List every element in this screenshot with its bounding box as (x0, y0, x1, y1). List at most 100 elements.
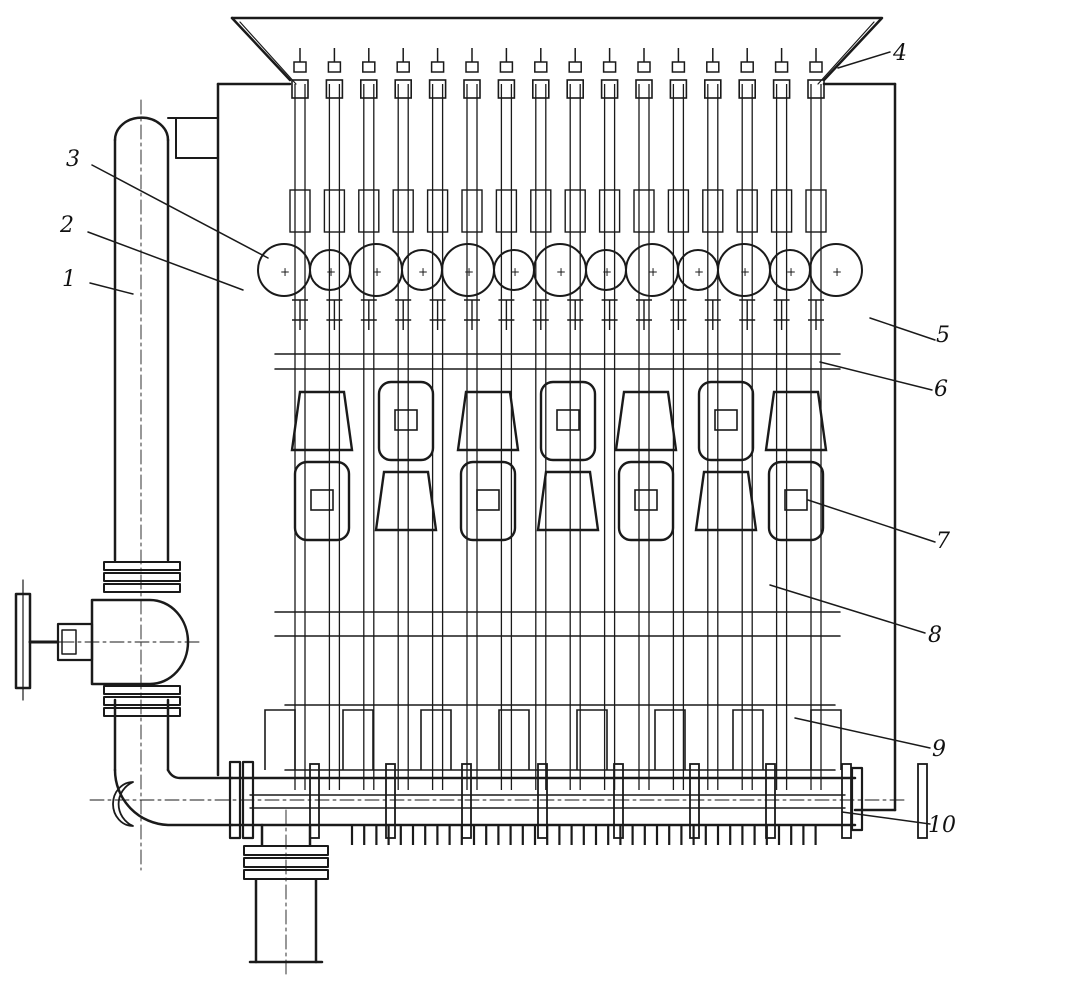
rod-block (635, 79, 653, 99)
rod-block (669, 79, 688, 99)
label-5: 5 (936, 323, 950, 348)
rod-clamp (667, 189, 690, 233)
rod-cap (396, 61, 410, 73)
label-3: 3 (66, 147, 80, 172)
callout-labels: 1 2 3 4 5 6 7 8 9 10 (59, 41, 956, 838)
hood (764, 390, 828, 452)
ring-mark: + (464, 265, 474, 279)
header-flange (689, 763, 700, 839)
rod-clamp (702, 189, 724, 233)
rod-block (531, 79, 550, 99)
rod-insulator (636, 299, 652, 330)
rod-insulator (808, 299, 824, 330)
label-8: 8 (928, 623, 942, 648)
ring-mark: + (648, 265, 658, 279)
feed-rings: +++++++++++++ (257, 243, 863, 297)
rod-cap (499, 61, 514, 73)
electrode-rods (289, 48, 827, 790)
control-box (377, 380, 435, 462)
rod-clamp (530, 189, 552, 233)
control-window (476, 489, 500, 511)
ring-mark: + (602, 265, 612, 279)
rod-clamp (736, 189, 758, 233)
rod-block (325, 79, 344, 99)
rod-insulator (464, 299, 480, 330)
riser-pipe (113, 99, 219, 871)
control-window (784, 489, 808, 511)
rod-insulator (670, 299, 687, 330)
control-box (617, 460, 675, 542)
rod-cap (568, 61, 582, 73)
rod-block (291, 79, 309, 99)
rod-cap (602, 61, 617, 73)
rod-clamp (598, 189, 621, 233)
rod-clamp (495, 189, 518, 233)
manifold-loop (498, 709, 530, 770)
header-flange (917, 763, 928, 839)
rod-insulator (326, 299, 343, 330)
control-box (459, 460, 517, 542)
manifold-loop (420, 709, 452, 770)
rod-clamp (392, 189, 414, 233)
ring-mark: + (418, 265, 428, 279)
ring-mark: + (326, 265, 336, 279)
valve (14, 579, 201, 701)
ring-mark: + (372, 265, 382, 279)
ring-mark: + (280, 265, 290, 279)
rod-block (394, 79, 413, 99)
hood (614, 390, 678, 452)
rod-clamp (358, 189, 380, 233)
rod-insulator (395, 299, 412, 330)
control-window (714, 409, 738, 431)
header-flange (385, 763, 396, 839)
header-flange (461, 763, 472, 839)
hood (694, 470, 758, 532)
rod-cap (706, 61, 720, 73)
rod-block (463, 79, 481, 99)
manifold-loop (654, 709, 686, 770)
control-window (394, 409, 418, 431)
bottom-manifold (264, 709, 928, 845)
control-window (556, 409, 580, 431)
rod-insulator (498, 299, 515, 330)
rod-cap (327, 61, 342, 73)
rod-cap (809, 61, 823, 73)
rod-cap (740, 61, 754, 73)
rod-block (566, 79, 585, 99)
leader-lines (87, 51, 936, 825)
rod-cap (774, 61, 789, 73)
hood (536, 470, 600, 532)
rod-cap (430, 61, 445, 73)
riser-flanges (103, 561, 181, 717)
control-window (634, 489, 658, 511)
label-9: 9 (932, 737, 946, 762)
label-1: 1 (62, 267, 76, 292)
rod-cap (362, 61, 376, 73)
rod-clamp (633, 189, 655, 233)
hood (456, 390, 520, 452)
hood (374, 470, 438, 532)
rod-block (738, 79, 757, 99)
rod-cap (637, 61, 651, 73)
control-units (290, 380, 828, 542)
rod-block (600, 79, 619, 99)
outlet-pipe (243, 809, 329, 976)
ring-mark: + (556, 265, 566, 279)
rod-block (772, 79, 791, 99)
rod-cap (293, 61, 307, 73)
control-box (293, 460, 351, 542)
rod-block (497, 79, 516, 99)
ring-mark: + (510, 265, 520, 279)
housing (216, 82, 897, 812)
rod-insulator (360, 299, 377, 330)
label-2: 2 (59, 213, 74, 238)
rod-insulator (429, 299, 446, 330)
rod-cap (534, 61, 548, 73)
rod-clamp (770, 189, 793, 233)
manifold-loop (342, 709, 374, 770)
control-box (539, 380, 597, 462)
rod-cap (671, 61, 686, 73)
rod-insulator (739, 299, 756, 330)
